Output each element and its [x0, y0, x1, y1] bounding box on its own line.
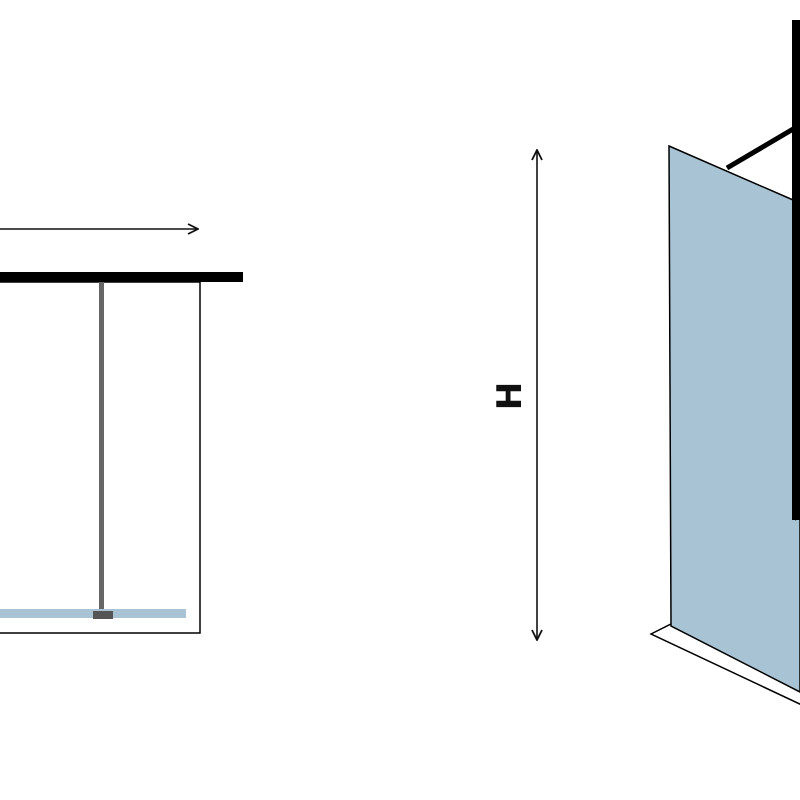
support-bar-foot — [93, 611, 113, 619]
wall-support-bar — [725, 122, 800, 171]
front-view — [0, 229, 243, 634]
glass-panel — [668, 144, 800, 693]
height-dimension: H — [490, 150, 537, 640]
vertical-profile — [792, 20, 800, 520]
support-bar — [99, 282, 104, 614]
floor-tray-outline — [649, 623, 800, 705]
perspective-view — [649, 20, 800, 705]
top-profile-bar — [0, 272, 243, 282]
height-dimension-label: H — [490, 382, 530, 410]
